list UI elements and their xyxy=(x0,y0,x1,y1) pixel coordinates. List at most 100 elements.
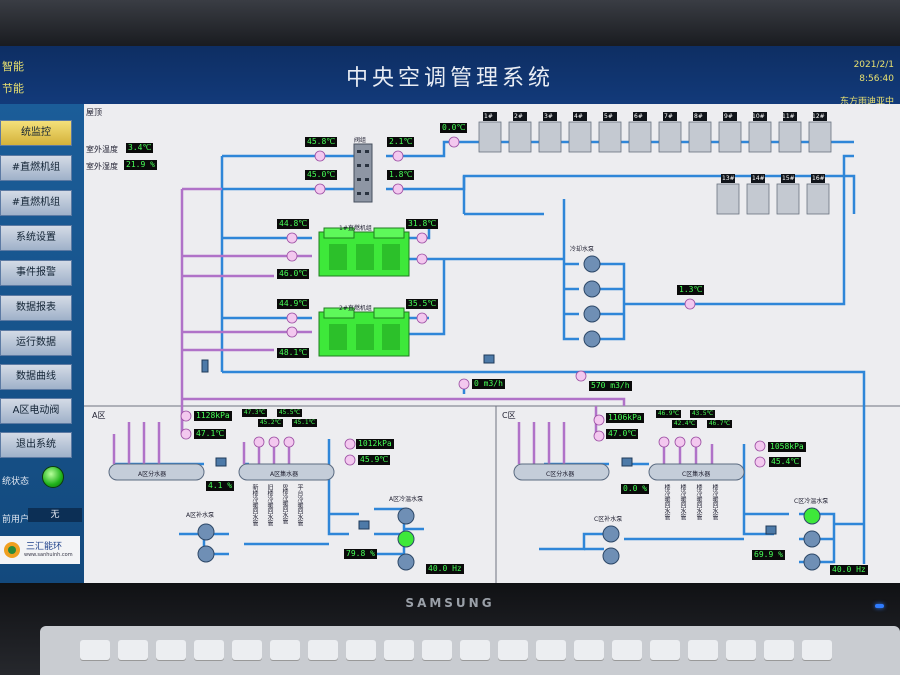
zone-c-pressure-1: 1106kPa xyxy=(606,413,644,423)
system-status-indicator xyxy=(42,466,64,488)
zone-a-valve-percent: 4.1 % xyxy=(206,481,235,491)
company-name: 东方雨迪亚中 xyxy=(839,97,894,107)
outdoor-hum: 21.9 % xyxy=(124,160,157,170)
keyboard-key xyxy=(574,640,604,660)
keyboard-key xyxy=(422,640,452,660)
zone-pumps xyxy=(197,507,821,571)
keyboard-key xyxy=(80,640,110,660)
tower-label: 3# xyxy=(544,113,553,120)
keyboard-key xyxy=(612,640,642,660)
keyboard-key xyxy=(764,640,794,660)
company-logo: 三汇能环 www.sanhuinh.com xyxy=(0,536,80,564)
tower-supply-temp: 0.0℃ xyxy=(440,123,468,133)
sidebar-item-run-data[interactable]: 运行数据 xyxy=(0,330,72,356)
power-led xyxy=(875,604,884,608)
sidebar-item-chiller-1[interactable]: #直燃机组 xyxy=(0,155,72,181)
date-readout: 2021/2/1 xyxy=(853,60,894,70)
sensor-markers xyxy=(180,136,766,468)
outdoor-hum-label: 室外湿度 xyxy=(86,162,118,171)
user-label: 前用户 xyxy=(2,515,30,525)
sidebar-item-exit[interactable]: 退出系统 xyxy=(0,432,72,458)
tower-label: 7# xyxy=(664,113,673,120)
keyboard-key xyxy=(308,640,338,660)
zone-a-makeup-label: A区补水泵 xyxy=(186,512,215,519)
keyboard-key xyxy=(156,640,186,660)
roof-label: 屋顶 xyxy=(86,108,102,117)
cooling-pumps xyxy=(583,255,601,348)
zone-a-branch-label: 新楼冷暖回水管 xyxy=(251,484,258,526)
zone-a-flow: 0 m3/h xyxy=(472,379,505,389)
tower-label: 11# xyxy=(782,113,795,120)
chiller-2-out-temp: 35.5℃ xyxy=(406,299,439,309)
header-return-temp-2: 1.8℃ xyxy=(387,170,415,180)
tower-label: 14# xyxy=(752,175,765,182)
logo-text: 三汇能环 xyxy=(26,542,63,552)
tower-label: 15# xyxy=(782,175,795,182)
zone-a-branch-temp: 45.1℃ xyxy=(292,419,318,427)
logo-url: www.sanhuinh.com xyxy=(24,552,73,558)
zone-a-temp-2: 45.9℃ xyxy=(358,455,391,465)
sidebar-item-reports[interactable]: 数据报表 xyxy=(0,295,72,321)
tower-label: 10# xyxy=(752,113,765,120)
zone-a-pressure-2: 1012kPa xyxy=(356,439,394,449)
chiller-1-label: 1#直燃机组 xyxy=(339,225,372,232)
sidebar-item-alarms[interactable]: 事件报警 xyxy=(0,260,72,286)
outdoor-temp-label: 室外温度 xyxy=(86,145,118,154)
cooling-towers xyxy=(478,112,832,215)
keyboard-key xyxy=(232,640,262,660)
valve-block xyxy=(353,143,373,203)
chiller-units xyxy=(318,227,410,357)
tower-label: 12# xyxy=(812,113,825,120)
keyboard-key xyxy=(802,640,832,660)
sidebar-item-curves[interactable]: 数据曲线 xyxy=(0,364,72,390)
chiller-1-out-temp: 31.8℃ xyxy=(406,219,439,229)
time-readout: 8:56:40 xyxy=(859,74,894,84)
keyboard-key xyxy=(118,640,148,660)
zone-c-temp-1: 47.0℃ xyxy=(606,429,639,439)
tower-label: 5# xyxy=(604,113,613,120)
tower-label: 16# xyxy=(812,175,825,182)
zone-c-frequency: 40.0 Hz xyxy=(830,565,868,575)
zone-c-pump-percent: 69.9 % xyxy=(752,550,785,560)
zone-a-pressure-1: 1128kPa xyxy=(194,411,232,421)
header-return-temp: 2.1℃ xyxy=(387,137,415,147)
zone-a-distributor-label: A区分水器 xyxy=(138,471,167,478)
tower-label: 4# xyxy=(574,113,583,120)
keyboard-key xyxy=(384,640,414,660)
keyboard-key xyxy=(498,640,528,660)
zone-c-distributor-label: C区分水器 xyxy=(546,471,575,478)
zone-c-flow: 570 m3/h xyxy=(589,381,632,391)
sidebar-item-settings[interactable]: 系统设置 xyxy=(0,225,72,251)
zone-c-temp-2: 45.4℃ xyxy=(769,457,802,467)
zone-c-branch-label: 楼冷暖回水管 xyxy=(695,484,702,520)
zone-c-collector-label: C区集水器 xyxy=(682,471,711,478)
chiller-1-in-temp: 44.8℃ xyxy=(277,219,310,229)
title-bar: 智能 节能 中央空调管理系统 2021/2/1 8:56:40 东方雨迪亚中 xyxy=(0,46,900,107)
valve-block-label: 阀组 xyxy=(354,137,367,144)
sidebar-item-chiller-2[interactable]: #直燃机组 xyxy=(0,190,72,216)
sidebar-item-monitor[interactable]: 统监控 xyxy=(0,120,72,146)
valve-block-ports xyxy=(357,150,369,195)
keyboard-key xyxy=(726,640,756,660)
zone-a-circ-label: A区冷温水泵 xyxy=(389,496,424,503)
zone-a-branch-temp: 45.2℃ xyxy=(258,419,284,427)
sidebar: 统监控 #直燃机组 #直燃机组 系统设置 事件报警 数据报表 运行数据 数据曲线… xyxy=(0,104,84,583)
zone-a-frequency: 40.0 Hz xyxy=(426,564,464,574)
status-label: 统状态 xyxy=(2,477,30,487)
keyboard-key xyxy=(688,640,718,660)
zone-c-valve-percent: 0.0 % xyxy=(621,484,650,494)
tower-label: 13# xyxy=(722,175,735,182)
zone-c-makeup-label: C区补水泵 xyxy=(594,516,623,523)
keyboard-key xyxy=(536,640,566,660)
zone-a-branch-temp: 45.5℃ xyxy=(277,409,303,417)
zone-a-temp-1: 47.1℃ xyxy=(194,429,227,439)
zone-c-branch-temp: 42.4℃ xyxy=(672,420,698,428)
sidebar-item-valves[interactable]: A区电动阀 xyxy=(0,398,72,424)
cooling-return-temp: 1.3℃ xyxy=(677,285,705,295)
chiller-2-in-temp: 44.9℃ xyxy=(277,299,310,309)
zone-c-branch-temp: 46.7℃ xyxy=(707,420,733,428)
outdoor-temp: 3.4℃ xyxy=(126,143,154,153)
zone-c-branch-label: 楼冷暖回水管 xyxy=(663,484,670,520)
piping-diagram xyxy=(84,112,900,583)
keyboard-key xyxy=(194,640,224,660)
